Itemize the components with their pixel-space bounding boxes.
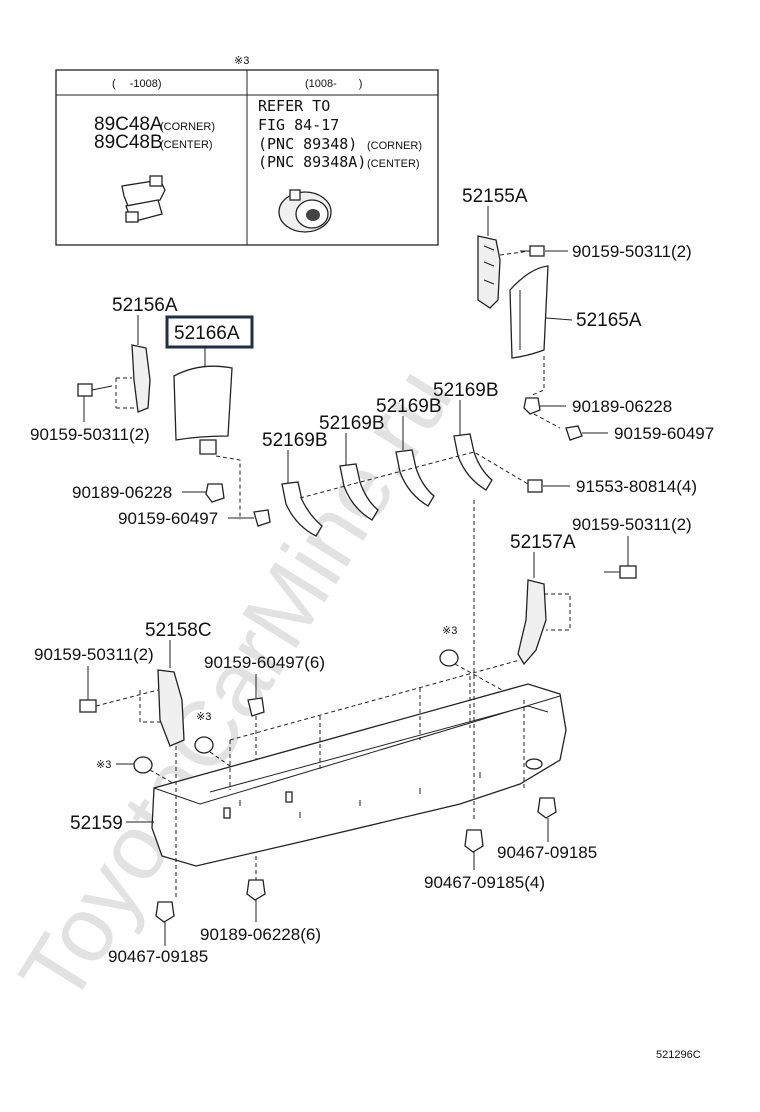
clip-90189-06228-left (205, 483, 225, 503)
cover-52165a (509, 265, 549, 359)
note-3-center: ※3 (196, 711, 211, 723)
label-90159-50311-right: 90159-50311(2) (572, 515, 692, 534)
label-90159-50311-left: 90159-50311(2) (30, 425, 150, 444)
label-90159-60497-center: 90159-60497(6) (204, 653, 325, 672)
label-90467-09185-bottom: 90467-09185(4) (424, 873, 545, 892)
label-90159-60497-left: 90159-60497 (118, 509, 218, 528)
bolt-90159-50311-right (604, 565, 637, 579)
label-90467-09185-left: 90467-09185 (108, 947, 208, 966)
bolt-90159-50311-upper (520, 245, 545, 257)
table-refer-line2: FIG 84-17 (258, 116, 339, 134)
label-90467-09185-right: 90467-09185 (497, 843, 597, 862)
clip-90189-06228-bottom (246, 879, 266, 901)
bracket-52157a (517, 579, 547, 666)
highlight-box-52166a (165, 315, 254, 349)
table-note-mark: ※3 (234, 55, 249, 67)
label-52156a: 52156A (112, 295, 178, 316)
bolt-90159-50311-left2 (79, 699, 97, 713)
diagram-id: 521296C (656, 1049, 701, 1061)
bracket-52156a (131, 344, 151, 413)
table-pnc-89348: (PNC 89348) (258, 135, 357, 153)
upper-right-assembly: 52155A 90159-50311(2) 52165A 90189-06228… (462, 186, 714, 443)
label-52165a: 52165A (576, 310, 642, 331)
bumper-cover (151, 683, 567, 867)
table-pnc-89348a-note: (CENTER) (367, 158, 420, 170)
label-90189-06228-bottom: 90189-06228(6) (200, 925, 321, 944)
sensor-drawing (278, 189, 332, 233)
table-pnc-89348-note: (CORNER) (367, 140, 422, 152)
cap-note3-left (133, 756, 153, 774)
retainer-4 (453, 433, 493, 491)
label-90159-50311-tr: 90159-50311(2) (572, 242, 692, 261)
table-col1-header: ( -1008) (112, 78, 162, 90)
label-52169b-2: 52169B (319, 413, 385, 434)
label-90159-50311-left2: 90159-50311(2) (34, 645, 154, 664)
right-side-bracket: 90159-50311(2) 52157A (510, 515, 692, 666)
clip-90467-09185-right (537, 797, 557, 819)
screw-90159-60497-upper (565, 425, 583, 441)
screw-90159-60497-center (247, 697, 265, 717)
bolt-91553-80814 (527, 479, 543, 493)
retainer-1 (281, 481, 323, 537)
bracket-52155a (477, 235, 501, 309)
label-90189-06228-left: 90189-06228 (72, 483, 172, 502)
label-52158c: 52158C (145, 620, 212, 641)
table-col2-header: (1008- ) (305, 78, 362, 90)
retainers-52169b: 52169B 52169B 52169B 52169B 91553-80814(… (262, 380, 697, 537)
table-part-89c48a: 89C48A (94, 114, 163, 135)
table-part-89c48a-note: (CORNER) (160, 121, 215, 133)
bracket-89c48-drawing (121, 175, 166, 223)
table-part-89c48b: 89C48B (94, 132, 163, 153)
retainer-2 (339, 463, 379, 521)
reference-table: ※3 ( -1008) (1008- ) 89C48A (CORNER) 89C… (55, 55, 439, 246)
table-refer-line1: REFER TO (258, 97, 330, 115)
label-90189-06228-tr: 90189-06228 (572, 397, 672, 416)
screw-90159-60497-left (253, 509, 271, 527)
upper-left-assembly: 52156A 52166A 90159-50311(2) 90189-06228… (30, 295, 271, 528)
table-part-89c48b-note: (CENTER) (160, 139, 213, 151)
label-52169b-4: 52169B (433, 380, 499, 401)
clip-90189-06228-upper (523, 397, 541, 415)
cover-52166a (173, 365, 233, 441)
label-52155a: 52155A (462, 186, 528, 207)
note-3-right: ※3 (442, 625, 457, 637)
cap-note3-right (439, 649, 459, 667)
bracket-52158c (157, 669, 185, 747)
note-3-left: ※3 (96, 759, 111, 771)
label-52166a: 52166A (174, 323, 240, 344)
clip-90467-09185-left (155, 901, 175, 923)
bolt-90159-50311-left (77, 383, 113, 397)
clip-90467-09185-bottom (464, 829, 484, 853)
label-91553-80814: 91553-80814(4) (576, 477, 697, 496)
label-52169b-1: 52169B (262, 430, 328, 451)
label-90159-60497-tr: 90159-60497 (614, 424, 714, 443)
label-52159: 52159 (70, 813, 123, 834)
left-side-bracket: 52158C 90159-50311(2) (34, 620, 212, 747)
label-52169b-3: 52169B (376, 396, 442, 417)
table-pnc-89348a: (PNC 89348A) (258, 153, 366, 171)
label-52157a: 52157A (510, 532, 576, 553)
bumper-52159 (151, 659, 567, 867)
retainer-3 (395, 449, 435, 507)
cap-note3-center (194, 736, 214, 754)
